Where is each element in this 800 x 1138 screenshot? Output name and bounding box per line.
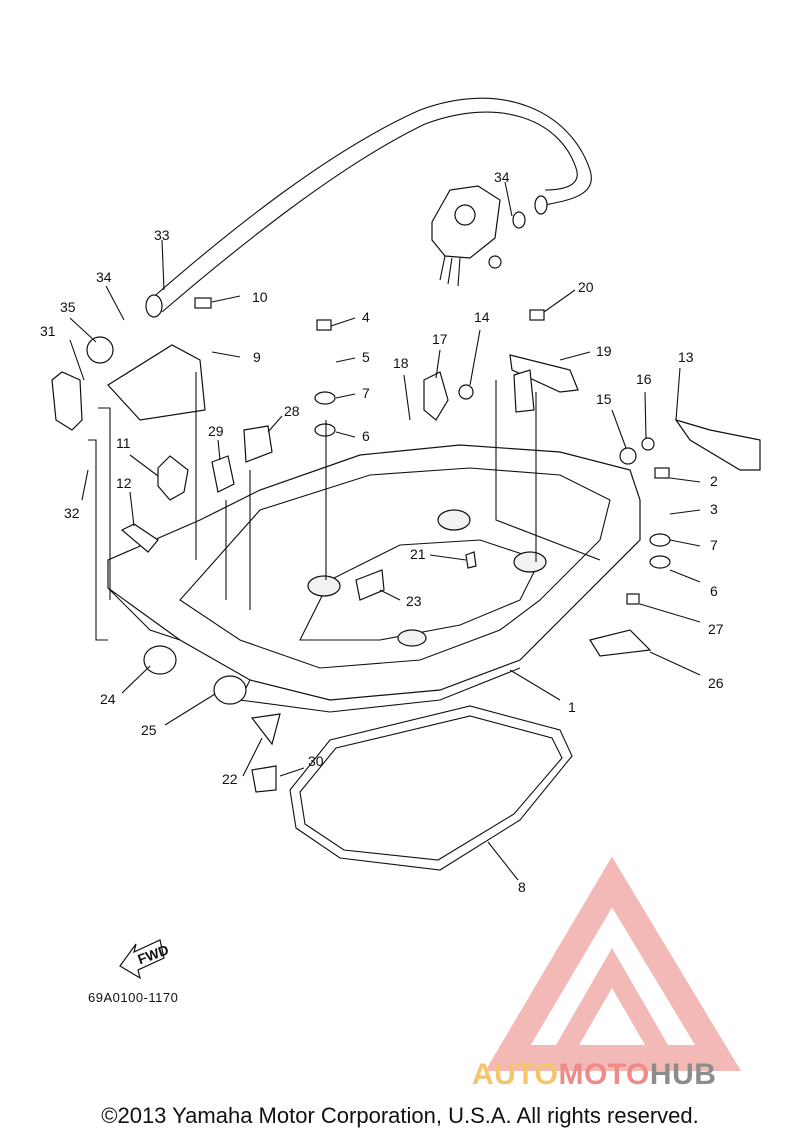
callout-25: 25	[141, 722, 157, 738]
callout-15: 15	[596, 391, 612, 407]
callout-29: 29	[208, 423, 224, 439]
callout-28: 28	[284, 403, 300, 419]
callout-7: 7	[710, 537, 718, 553]
callout-16: 16	[636, 371, 652, 387]
callout-34: 34	[494, 169, 510, 185]
callout-35: 35	[60, 299, 76, 315]
callout-13: 13	[678, 349, 694, 365]
callout-2: 2	[710, 473, 718, 489]
callout-11: 11	[116, 435, 131, 451]
callouts: 1 2 3 4 5 6 6 7 7 8 9 10 11 12 13 14 15 …	[40, 169, 724, 895]
callout-24: 24	[100, 691, 116, 707]
callout-19: 19	[596, 343, 612, 359]
watermark-hub: HUB	[649, 1058, 717, 1091]
callout-27: 27	[708, 621, 724, 637]
callout-22: 22	[222, 771, 238, 787]
callout-32: 32	[64, 505, 80, 521]
cowling-seal	[289, 705, 573, 871]
callout-14: 14	[474, 309, 490, 325]
callout-8: 8	[518, 879, 526, 895]
callout-6: 6	[362, 428, 370, 444]
callout-31: 31	[40, 323, 56, 339]
automotohub-watermark: AUTOMOTOHUB	[472, 1058, 716, 1092]
callout-26: 26	[708, 675, 724, 691]
leader-lines	[69, 181, 701, 881]
copyright-notice: ©2013 Yamaha Motor Corporation, U.S.A. A…	[101, 1103, 699, 1128]
fuel-joint-assembly	[431, 185, 526, 287]
callout-1: 1	[568, 699, 576, 715]
automotohub-logo	[485, 856, 742, 1071]
callout-7: 7	[362, 385, 370, 401]
callout-34: 34	[96, 269, 112, 285]
callout-18: 18	[393, 355, 409, 371]
callout-12: 12	[116, 475, 132, 491]
forward-arrow: FWD	[119, 939, 171, 980]
callout-9: 9	[253, 349, 261, 365]
callout-20: 20	[578, 279, 594, 295]
small-parts	[51, 297, 761, 793]
callout-3: 3	[710, 501, 718, 517]
callout-21: 21	[410, 546, 426, 562]
watermark-moto: MOTO	[558, 1058, 650, 1091]
callout-30: 30	[308, 753, 324, 769]
fuel-hose	[145, 97, 592, 318]
callout-4: 4	[362, 309, 370, 325]
watermark-auto: AUTO	[472, 1058, 559, 1091]
callout-10: 10	[252, 289, 268, 305]
callout-23: 23	[406, 593, 422, 609]
callout-33: 33	[154, 227, 170, 243]
callout-6: 6	[710, 583, 718, 599]
diagram-part-code: 69A0100-1170	[88, 990, 179, 1005]
callout-5: 5	[362, 349, 370, 365]
callout-17: 17	[432, 331, 448, 347]
